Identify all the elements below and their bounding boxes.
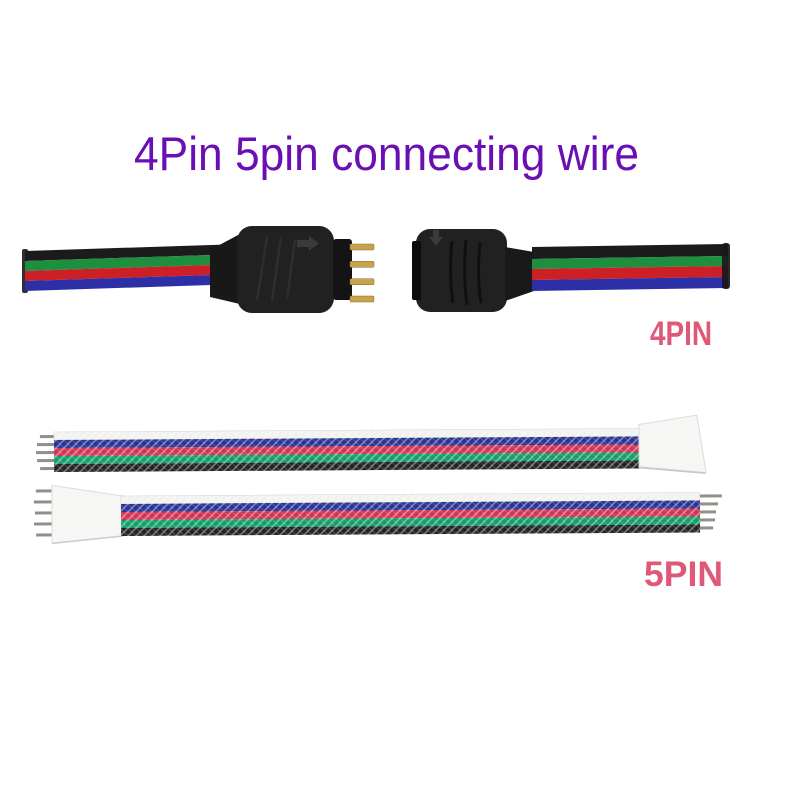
- tinned-lead: [700, 518, 716, 522]
- arrow-mark-icon: [297, 236, 319, 251]
- wire-red: [25, 264, 242, 281]
- product-4pin-connectors: [22, 226, 730, 313]
- tinned-lead: [39, 435, 54, 439]
- tinned-lead: [699, 502, 718, 506]
- gold-pin: [349, 243, 375, 251]
- 4pin-ribbon-right: [532, 243, 730, 291]
- 4pin-female-connector: [412, 229, 534, 312]
- ribbon-cut-end: [722, 243, 730, 289]
- mold-ridges: [449, 239, 483, 306]
- 4pin-male-connector: [210, 226, 375, 313]
- connector-body: [237, 226, 334, 313]
- page-title: 4Pin 5pin connecting wire: [134, 127, 639, 180]
- clip-shadow-edge: [640, 466, 706, 475]
- gold-pin: [349, 295, 375, 303]
- socket-face: [412, 241, 421, 300]
- tinned-lead: [40, 467, 55, 471]
- wire-black: [25, 244, 242, 261]
- arrow-mark-icon: [429, 230, 443, 246]
- plug-shadow-edge: [52, 535, 124, 545]
- tinned-lead: [36, 451, 55, 455]
- wire-green: [532, 256, 728, 269]
- label-4pin: 4PIN: [650, 315, 712, 353]
- gold-pin: [349, 261, 375, 268]
- wire-green: [25, 254, 242, 271]
- braid-texture: [53, 428, 643, 473]
- pin-block: [333, 239, 352, 300]
- gold-pin: [349, 278, 375, 285]
- braid-texture: [120, 492, 701, 536]
- connector-body: [416, 229, 507, 312]
- tinned-lead: [699, 494, 722, 498]
- tinned-lead: [699, 510, 717, 514]
- wire-black: [532, 244, 728, 259]
- connector-neck: [210, 234, 240, 304]
- wire-blue: [25, 274, 242, 291]
- tinned-lead: [700, 526, 714, 530]
- product-5pin-wires: [33, 414, 722, 545]
- label-5pin: 5PIN: [644, 555, 723, 594]
- 5pin-wire-upper: [36, 414, 707, 475]
- 4pin-ribbon-left: [22, 244, 242, 293]
- white-clip-connector: [638, 414, 707, 474]
- tinned-lead: [36, 443, 54, 447]
- tinned-lead: [37, 459, 55, 463]
- 5pin-wire-lower: [33, 484, 722, 545]
- wire-red: [532, 266, 728, 280]
- connector-neck: [505, 247, 534, 301]
- mold-lines: [255, 236, 297, 302]
- wire-blue: [532, 277, 728, 291]
